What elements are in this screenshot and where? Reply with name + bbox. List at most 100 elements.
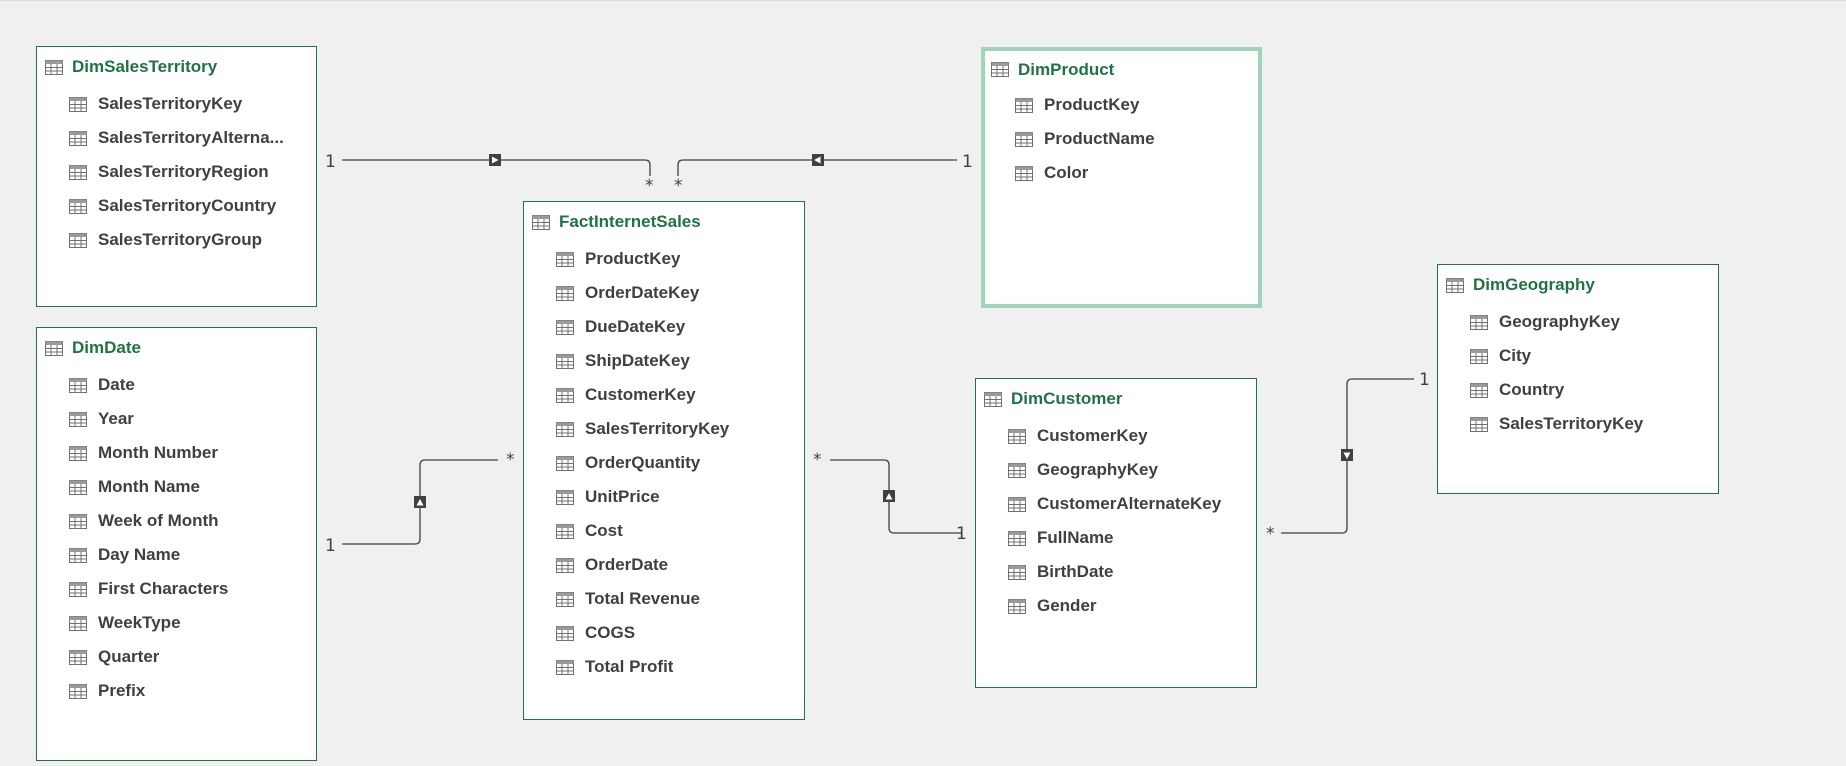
table-grid-icon: [69, 445, 87, 461]
field-row[interactable]: OrderQuantity: [524, 446, 804, 480]
field-label: Quarter: [98, 647, 160, 666]
field-row[interactable]: SalesTerritoryKey: [1438, 407, 1718, 441]
field-row[interactable]: Date: [37, 368, 316, 402]
field-row[interactable]: OrderDateKey: [524, 276, 804, 310]
field-label: Total Revenue: [585, 589, 700, 608]
table-grid-icon: [69, 615, 87, 631]
field-row[interactable]: SalesTerritoryAlterna...: [37, 121, 316, 155]
table-grid-icon: [1470, 314, 1488, 330]
field-row[interactable]: SalesTerritoryGroup: [37, 223, 316, 257]
field-label: UnitPrice: [585, 487, 660, 506]
cardinality-many-label: *: [674, 176, 683, 196]
table-grid-icon: [69, 683, 87, 699]
field-row[interactable]: OrderDate: [524, 548, 804, 582]
field-row[interactable]: ShipDateKey: [524, 344, 804, 378]
cardinality-many-label: *: [506, 450, 515, 470]
field-row[interactable]: SalesTerritoryKey: [37, 87, 316, 121]
table-grid-icon: [69, 649, 87, 665]
table-grid-icon: [1008, 564, 1026, 580]
table-grid-icon: [556, 489, 574, 505]
table-dimgeography[interactable]: DimGeography GeographyKey City Country S…: [1437, 264, 1719, 494]
field-row[interactable]: First Characters: [37, 572, 316, 606]
field-label: Total Profit: [585, 657, 674, 676]
field-label: SalesTerritoryGroup: [98, 230, 263, 249]
field-row[interactable]: Quarter: [37, 640, 316, 674]
table-grid-icon: [1015, 97, 1033, 113]
table-header[interactable]: DimDate: [37, 328, 316, 368]
cardinality-one-label: 1: [956, 524, 967, 544]
field-label: Year: [98, 409, 134, 428]
top-divider: [0, 0, 1846, 1]
table-grid-icon: [69, 232, 87, 248]
field-row[interactable]: Total Revenue: [524, 582, 804, 616]
relationship-line-customer-fact: [830, 459, 962, 534]
table-grid-icon: [556, 353, 574, 369]
field-label: Week of Month: [98, 511, 219, 530]
field-row[interactable]: Prefix: [37, 674, 316, 708]
field-label: ProductName: [1044, 129, 1155, 148]
field-row[interactable]: BirthDate: [976, 555, 1256, 589]
field-row[interactable]: CustomerKey: [524, 378, 804, 412]
field-row[interactable]: CustomerAlternateKey: [976, 487, 1256, 521]
field-label: BirthDate: [1037, 562, 1114, 581]
field-row[interactable]: SalesTerritoryRegion: [37, 155, 316, 189]
table-grid-icon: [69, 96, 87, 112]
field-label: SalesTerritoryRegion: [98, 162, 269, 181]
table-grid-icon: [1015, 165, 1033, 181]
table-dimsalesterritory[interactable]: DimSalesTerritory SalesTerritoryKey Sale…: [36, 46, 317, 307]
field-row[interactable]: CustomerKey: [976, 419, 1256, 453]
field-row[interactable]: DueDateKey: [524, 310, 804, 344]
field-row[interactable]: Color: [985, 156, 1258, 190]
table-header[interactable]: DimSalesTerritory: [37, 47, 316, 87]
filter-direction-arrow-icon: [1341, 449, 1353, 461]
field-label: CustomerAlternateKey: [1037, 494, 1222, 513]
field-row[interactable]: GeographyKey: [1438, 305, 1718, 339]
field-label: Day Name: [98, 545, 181, 564]
table-grid-icon: [69, 411, 87, 427]
field-row[interactable]: ProductKey: [524, 242, 804, 276]
table-header[interactable]: DimProduct: [985, 51, 1258, 88]
table-header[interactable]: DimCustomer: [976, 379, 1256, 419]
field-row[interactable]: Country: [1438, 373, 1718, 407]
field-row[interactable]: ProductKey: [985, 88, 1258, 122]
field-row[interactable]: COGS: [524, 616, 804, 650]
field-row[interactable]: FullName: [976, 521, 1256, 555]
cardinality-one-label: 1: [962, 152, 973, 172]
table-grid-icon: [69, 198, 87, 214]
table-grid-icon: [556, 285, 574, 301]
cardinality-many-label: *: [1266, 524, 1275, 544]
field-row[interactable]: Year: [37, 402, 316, 436]
field-row[interactable]: Month Number: [37, 436, 316, 470]
field-row[interactable]: Total Profit: [524, 650, 804, 684]
field-row[interactable]: Week of Month: [37, 504, 316, 538]
table-grid-icon: [984, 391, 1002, 407]
table-grid-icon: [556, 387, 574, 403]
field-row[interactable]: SalesTerritoryKey: [524, 412, 804, 446]
table-dimproduct[interactable]: DimProduct ProductKey ProductName Color: [981, 47, 1262, 308]
field-row[interactable]: UnitPrice: [524, 480, 804, 514]
field-row[interactable]: Day Name: [37, 538, 316, 572]
field-row[interactable]: Month Name: [37, 470, 316, 504]
table-grid-icon: [556, 523, 574, 539]
field-row[interactable]: SalesTerritoryCountry: [37, 189, 316, 223]
table-grid-icon: [69, 581, 87, 597]
field-row[interactable]: GeographyKey: [976, 453, 1256, 487]
table-grid-icon: [1470, 348, 1488, 364]
field-row[interactable]: Gender: [976, 589, 1256, 623]
field-row[interactable]: City: [1438, 339, 1718, 373]
table-grid-icon: [556, 625, 574, 641]
field-label: WeekType: [98, 613, 181, 632]
cardinality-many-label: *: [813, 450, 822, 470]
table-dimcustomer[interactable]: DimCustomer CustomerKey GeographyKey Cus…: [975, 378, 1257, 688]
table-dimdate[interactable]: DimDate Date Year Month Number Month Nam…: [36, 327, 317, 761]
table-factinternetsales[interactable]: FactInternetSales ProductKey OrderDateKe…: [523, 201, 805, 720]
field-label: SalesTerritoryAlterna...: [98, 128, 284, 147]
field-row[interactable]: Cost: [524, 514, 804, 548]
table-grid-icon: [991, 62, 1009, 77]
field-label: COGS: [585, 623, 636, 642]
table-grid-icon: [532, 214, 550, 230]
field-row[interactable]: ProductName: [985, 122, 1258, 156]
table-header[interactable]: FactInternetSales: [524, 202, 804, 242]
field-row[interactable]: WeekType: [37, 606, 316, 640]
table-header[interactable]: DimGeography: [1438, 265, 1718, 305]
